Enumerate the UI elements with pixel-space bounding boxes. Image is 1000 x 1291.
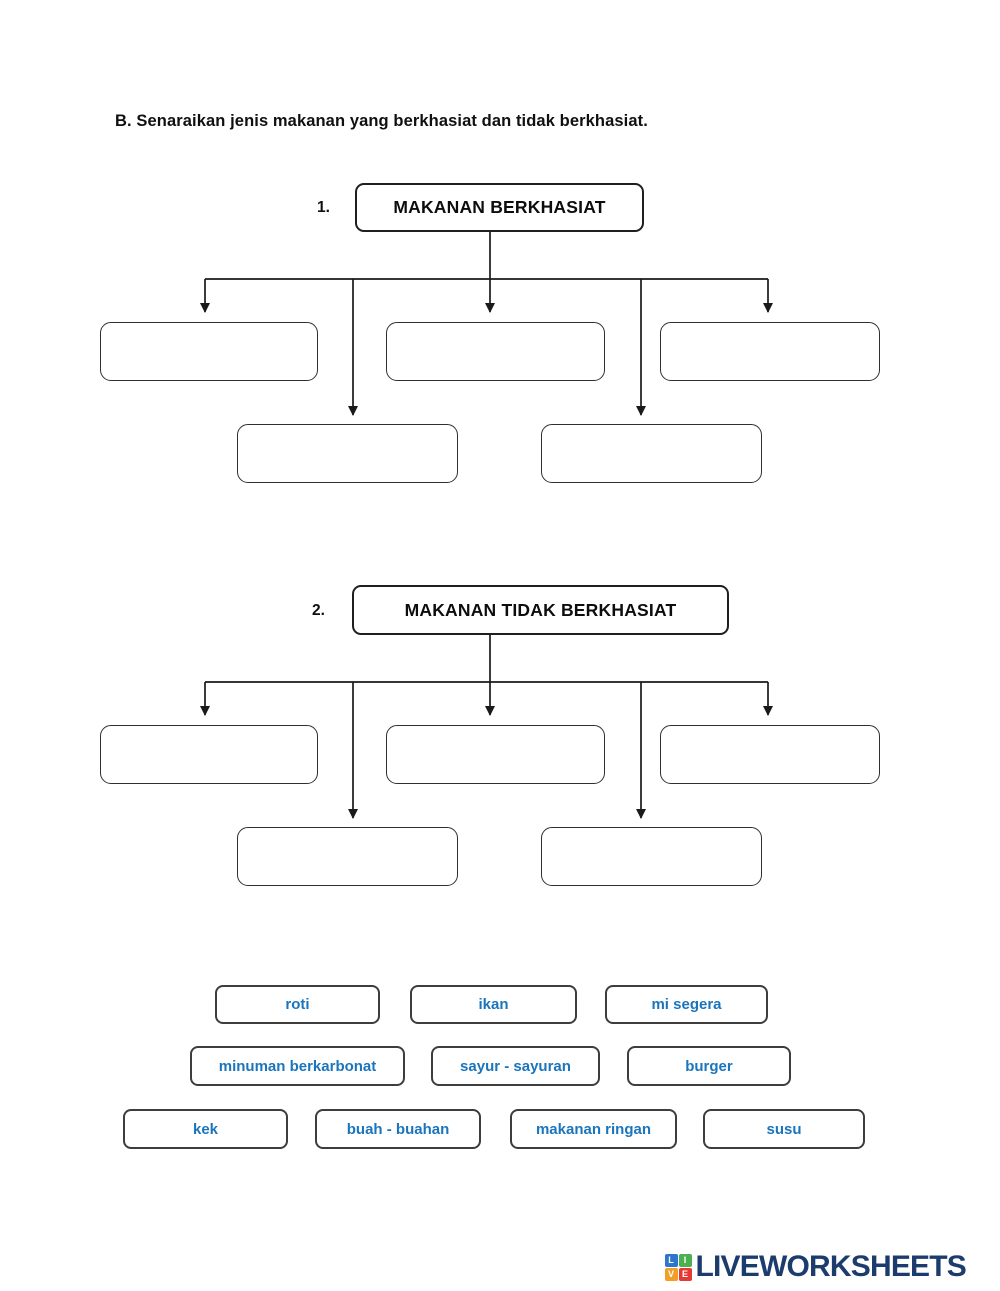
word-bank-item[interactable]: ikan [410, 985, 577, 1024]
diagram-2-title: MAKANAN TIDAK BERKHASIAT [352, 585, 729, 635]
answer-box[interactable] [541, 827, 762, 886]
answer-box[interactable] [237, 424, 458, 483]
word-bank-item[interactable]: mi segera [605, 985, 768, 1024]
brand-name: LIVEWORKSHEETS [695, 1250, 967, 1283]
word-bank-item[interactable]: sayur - sayuran [431, 1046, 600, 1086]
answer-box[interactable] [660, 725, 880, 784]
answer-box[interactable] [237, 827, 458, 886]
word-bank-item[interactable]: kek [123, 1109, 288, 1149]
answer-box[interactable] [541, 424, 762, 483]
answer-box[interactable] [100, 725, 318, 784]
logo-grid-icon: L I V E [664, 1253, 692, 1281]
diagram-1-title: MAKANAN BERKHASIAT [355, 183, 644, 232]
logo-square-v: V [664, 1267, 678, 1281]
word-bank-item[interactable]: makanan ringan [510, 1109, 677, 1149]
word-bank-item[interactable]: roti [215, 985, 380, 1024]
answer-box[interactable] [660, 322, 880, 381]
answer-box[interactable] [100, 322, 318, 381]
logo-square-e: E [678, 1267, 692, 1281]
logo-square-i: I [678, 1253, 692, 1267]
word-bank-item[interactable]: susu [703, 1109, 865, 1149]
word-bank-item[interactable]: burger [627, 1046, 791, 1086]
liveworksheets-logo: L I V E LIVEWORKSHEETS [664, 1248, 967, 1286]
diagram-1-number: 1. [317, 199, 330, 216]
word-bank-item[interactable]: minuman berkarbonat [190, 1046, 405, 1086]
logo-square-l: L [664, 1253, 678, 1267]
exercise-heading: B. Senaraikan jenis makanan yang berkhas… [115, 112, 648, 130]
answer-box[interactable] [386, 725, 605, 784]
word-bank-item[interactable]: buah - buahan [315, 1109, 481, 1149]
diagram-2-number: 2. [312, 602, 325, 619]
answer-box[interactable] [386, 322, 605, 381]
